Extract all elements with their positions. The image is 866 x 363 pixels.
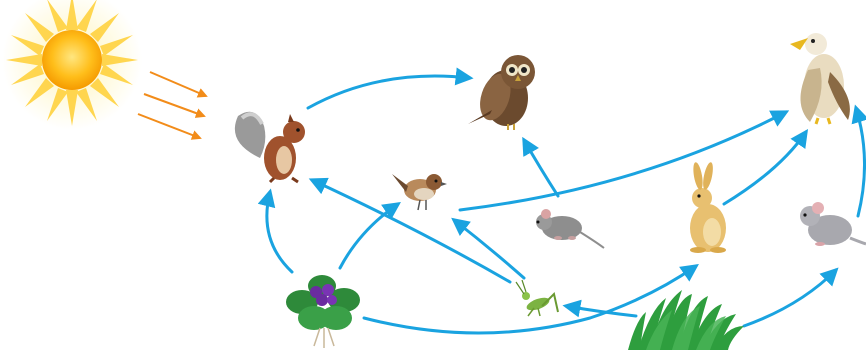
arrow-violet-to-squirrel (267, 192, 292, 272)
rat-icon (800, 202, 866, 246)
eagle-icon (790, 33, 850, 124)
squirrel-icon (235, 112, 305, 182)
violet-plant-icon (286, 275, 360, 348)
arrow-violet-to-sparrow (340, 204, 398, 268)
rabbit-icon (690, 161, 726, 253)
arrow-grass-to-rat (744, 270, 836, 326)
sun-ray-arrow (138, 114, 200, 138)
arrow-violet-to-rabbit (364, 266, 696, 333)
grass-icon (628, 290, 744, 350)
mouse-icon (536, 209, 604, 248)
sun-energy-arrows (138, 72, 206, 138)
arrow-squirrel-to-owl (308, 76, 470, 108)
sun-ray-arrow (144, 94, 204, 116)
grasshopper-icon (516, 280, 558, 316)
arrow-rat-to-eagle (856, 108, 865, 216)
owl-icon (468, 55, 535, 130)
arrow-mouse-to-owl (524, 140, 558, 196)
sun-ray-arrow (150, 72, 206, 96)
sparrow-icon (392, 174, 447, 210)
sun-icon (2, 0, 142, 130)
arrow-rabbit-to-eagle (724, 132, 806, 204)
